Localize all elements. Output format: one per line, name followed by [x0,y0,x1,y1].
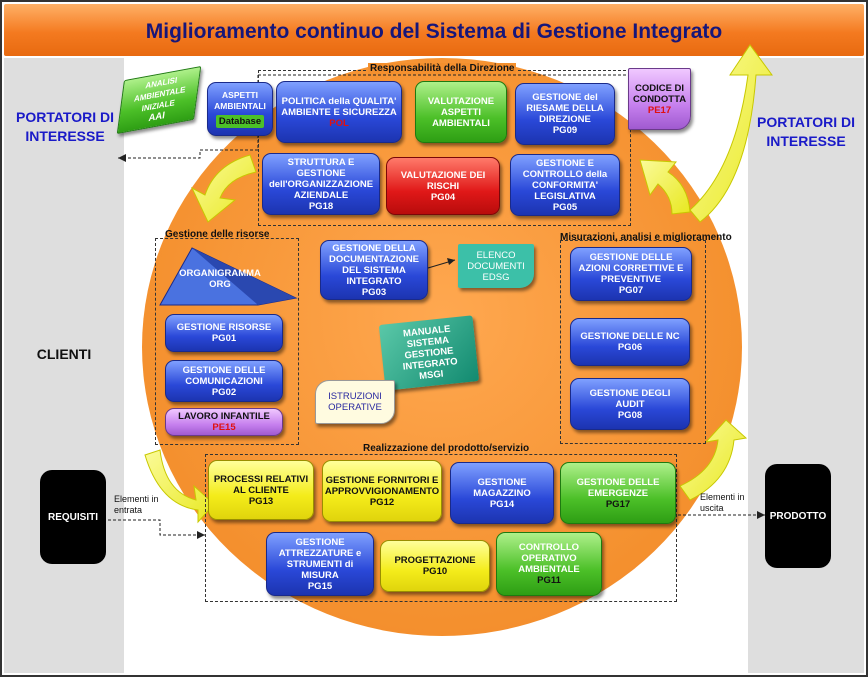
section-misurazioni-label: Misurazioni, analisi e miglioramento [560,232,732,243]
elementi-uscita-label: Elementi in uscita [700,492,745,513]
organigramma-box[interactable]: ORGANIGRAMMA ORG [179,268,261,290]
risorse-box[interactable]: GESTIONE RISORSE PG01 [165,314,283,352]
elementi-entrata-label: Elementi in entrata [114,494,159,515]
prodotto-box[interactable]: PRODOTTO [765,464,831,568]
attrezzature-box[interactable]: GESTIONE ATTREZZATURE e STRUMENTI di MIS… [266,532,374,596]
documentazione-box[interactable]: GESTIONE DELLA DOCUMENTAZIONE DEL SISTEM… [320,240,428,300]
azioni-correttive-box[interactable]: GESTIONE DELLE AZIONI CORRETTIVE E PREVE… [570,247,692,301]
politica-box[interactable]: POLITICA della QUALITA' AMBIENTE E SICUR… [276,81,402,143]
controllo-operativo-box[interactable]: CONTROLLO OPERATIVO AMBIENTALE PG11 [496,532,602,596]
header: Miglioramento continuo del Sistema di Ge… [4,4,864,56]
clients-label: CLIENTI [36,346,92,362]
riesame-box[interactable]: GESTIONE del RIESAME DELLA DIREZIONE PG0… [515,83,615,145]
comunicazioni-box[interactable]: GESTIONE DELLE COMUNICAZIONI PG02 [165,360,283,402]
istruzioni-box[interactable]: ISTRUZIONI OPERATIVE [315,380,395,424]
right-panel [748,58,864,673]
section-realizzazione [205,454,677,602]
section-risorse-label: Gestione delle risorse [165,229,270,240]
conformita-box[interactable]: GESTIONE E CONTROLLO della CONFORMITA' L… [510,154,620,216]
elenco-documenti-box[interactable]: ELENCO DOCUMENTI EDSG [458,244,534,288]
section-realizzazione-label: Realizzazione del prodotto/servizio [363,443,530,454]
audit-box[interactable]: GESTIONE DEGLI AUDIT PG08 [570,378,690,430]
arrow-bottom-right [679,419,748,501]
section-misurazioni [560,240,706,444]
processi-cliente-box[interactable]: PROCESSI RELATIVI AL CLIENTE PG13 [208,460,314,520]
valutazione-aspetti-box[interactable]: VALUTAZIONE ASPETTI AMBIENTALI [415,81,507,143]
lavoro-infantile-box[interactable]: LAVORO INFANTILE PE15 [165,408,283,436]
arrow-up-right [689,44,773,223]
rischi-box[interactable]: VALUTAZIONE DEI RISCHI PG04 [386,157,500,215]
section-risorse [155,238,299,445]
aspetti-ambientali-box[interactable]: ASPETTI AMBIENTALI Database [207,82,273,136]
left-panel [4,58,124,673]
arrow-bottom-left [144,449,215,524]
stakeholders-left: PORTATORI DI INTERESSE [16,109,114,144]
requisiti-box[interactable]: REQUISITI [40,470,106,564]
nc-box[interactable]: GESTIONE DELLE NC PG06 [570,318,690,366]
arrow-left-top [190,154,257,223]
stakeholders-right: PORTATORI DI INTERESSE [757,114,855,149]
arrow-right-top [639,159,691,215]
section-direzione-label: Responsabilità della Direzione [368,63,517,74]
fornitori-box[interactable]: GESTIONE FORNITORI E APPROVVIGIONAMENTO … [322,460,442,522]
codice-condotta-box[interactable]: CODICE DI CONDOTTA PE17 [628,68,691,130]
struttura-box[interactable]: STRUTTURA E GESTIONE dell'ORGANIZZAZIONE… [262,153,380,215]
emergenze-box[interactable]: GESTIONE DELLE EMERGENZE PG17 [560,462,676,524]
page-title: Miglioramento continuo del Sistema di Ge… [145,20,723,43]
magazzino-box[interactable]: GESTIONE MAGAZZINO PG14 [450,462,554,524]
progettazione-box[interactable]: PROGETTAZIONE PG10 [380,540,490,592]
